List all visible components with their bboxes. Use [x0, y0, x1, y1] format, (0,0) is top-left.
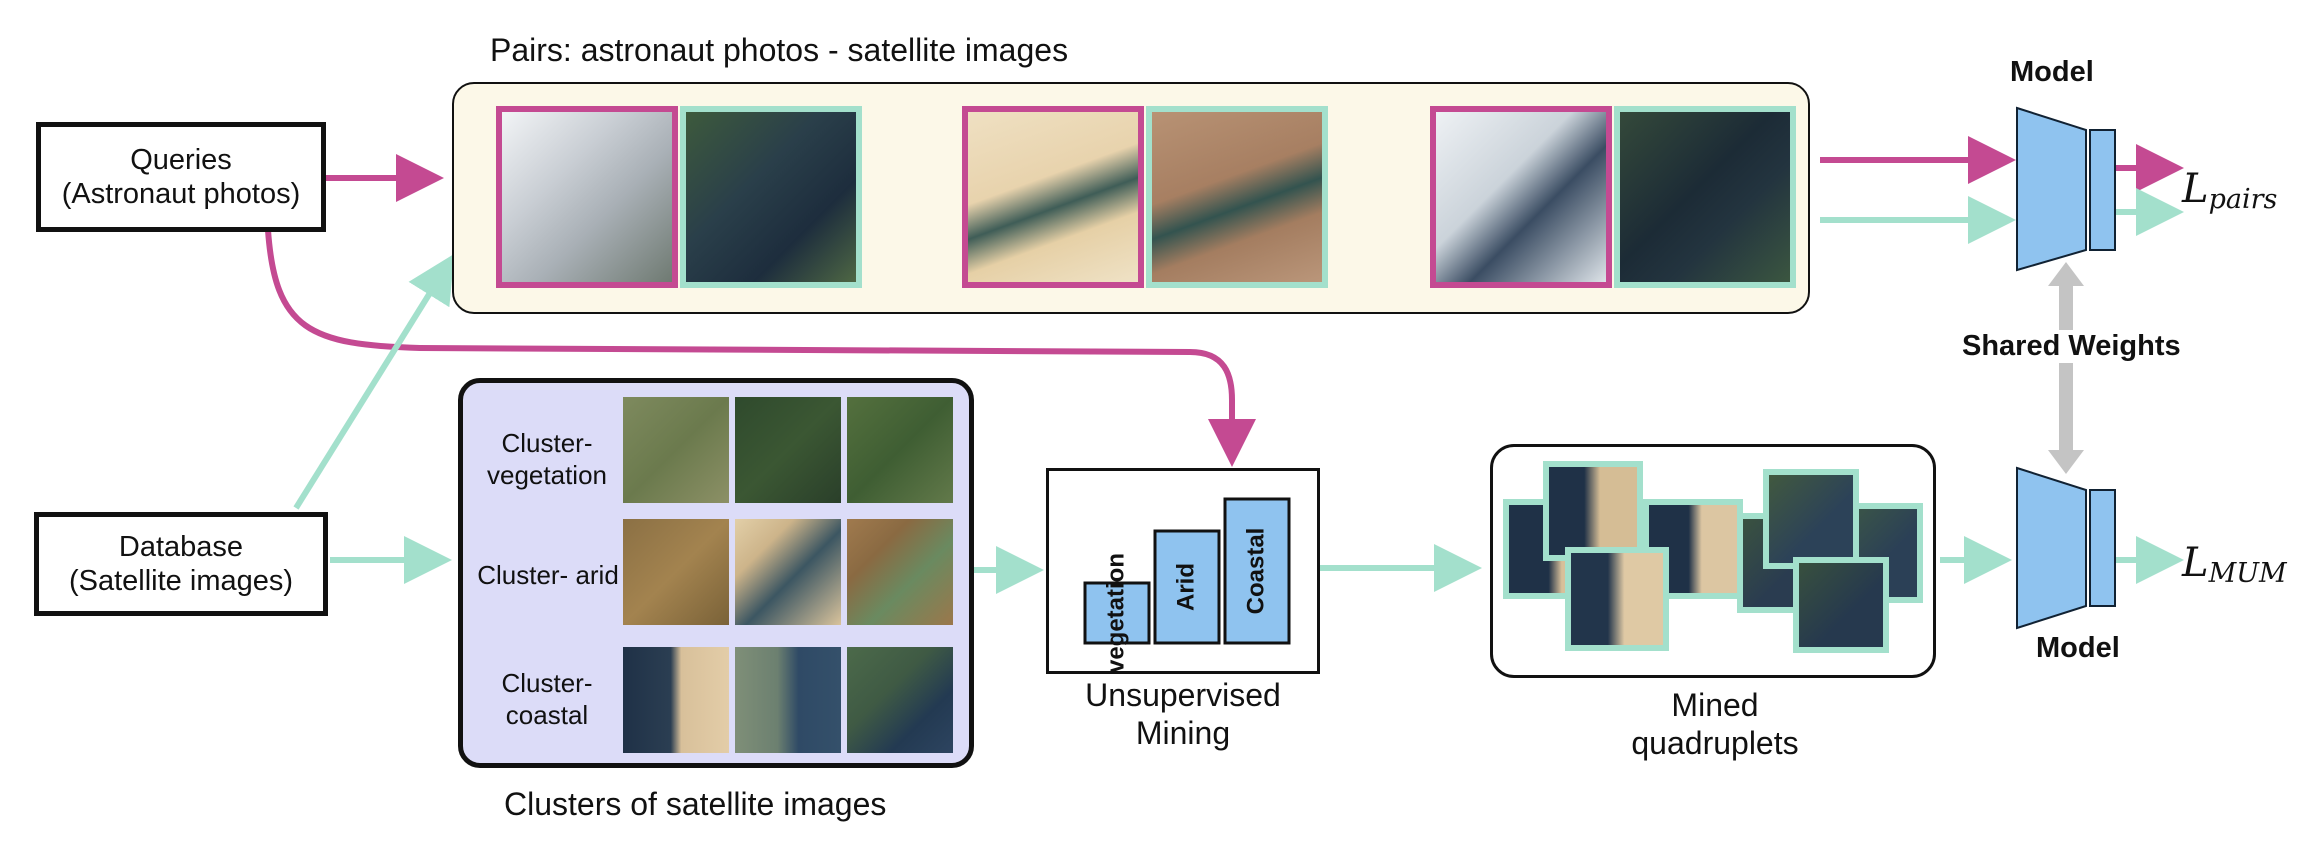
quadruplet-a-image-3 [1543, 461, 1643, 561]
pairs-title: Pairs: astronaut photos - satellite imag… [490, 32, 1069, 68]
database-title: Database [118, 531, 244, 563]
astronaut-photo-2 [962, 106, 1144, 288]
cluster-arid-image-3 [847, 519, 953, 625]
shared-weights-arrow [2048, 262, 2084, 474]
loss-pairs: Lpairs [2182, 166, 2277, 215]
cluster-coastal-image-3 [847, 647, 953, 753]
mining-bar-arid [1153, 529, 1221, 645]
arrow-queries-to-mining [265, 229, 1256, 467]
mining-bar-label-arid: Arid [1172, 563, 1199, 611]
database-subtitle: (Satellite images) [68, 565, 294, 597]
quadruplets-panel [1490, 444, 1936, 678]
mining-bar-vegetation [1083, 581, 1151, 645]
queries-box: Queries (Astronaut photos) [36, 122, 326, 232]
satellite-image-2 [1146, 106, 1328, 288]
queries-title: Queries [130, 144, 232, 176]
queries-subtitle: (Astronaut photos) [61, 178, 301, 210]
cluster-label-arid: Cluster- arid [477, 560, 619, 590]
model-bottom-label: Model [2036, 632, 2120, 664]
quadruplets-caption-line1: Mined [1671, 687, 1759, 723]
quadruplet-b-image-4 [1793, 557, 1889, 653]
loss-mum-symbol: L [2182, 540, 2209, 586]
astronaut-photo-1 [496, 106, 678, 288]
mining-caption: Unsupervised Mining [1046, 676, 1320, 752]
pairs-panel [452, 82, 1810, 314]
cluster-coastal-image-2 [735, 647, 841, 753]
cluster-label-vegetation: Cluster- vegetation [487, 428, 607, 490]
quadruplet-b-image-3 [1763, 469, 1859, 569]
model-bottom-shape [2016, 466, 2116, 630]
loss-pairs-symbol: L [2182, 166, 2209, 212]
model-top-label: Model [2010, 56, 2094, 88]
mining-caption-line2: Mining [1135, 715, 1231, 751]
cluster-coastal-image-1 [623, 647, 729, 753]
cluster-vegetation-image-3 [847, 397, 953, 503]
database-box: Database (Satellite images) [34, 512, 328, 616]
clusters-caption: Clusters of satellite images [504, 786, 887, 822]
model-top-shape [2016, 106, 2116, 272]
satellite-image-1 [680, 106, 862, 288]
cluster-vegetation-image-2 [735, 397, 841, 503]
clusters-panel: Cluster- vegetation Cluster- arid Cluste… [458, 378, 974, 768]
mining-caption-line1: Unsupervised [1085, 677, 1281, 713]
quadruplet-a-image-4 [1565, 547, 1669, 651]
mining-bar-chart: vegetation Arid Coastal [1083, 497, 1291, 671]
arrow-database-to-pairs [293, 253, 455, 510]
satellite-image-3 [1614, 106, 1796, 288]
mining-box: vegetation Arid Coastal [1046, 468, 1320, 674]
cluster-vegetation-image-1 [623, 397, 729, 503]
loss-mum-subscript: MUM [2208, 558, 2287, 589]
cluster-arid-image-2 [735, 519, 841, 625]
mining-bar-label-coastal: Coastal [1242, 528, 1269, 615]
mining-bar-label-vegetation: vegetation [1102, 553, 1129, 671]
quadruplets-caption: Mined quadruplets [1580, 686, 1850, 762]
mining-bar-coastal [1223, 497, 1291, 645]
loss-mum: LMUM [2182, 540, 2287, 589]
loss-pairs-subscript: pairs [2208, 184, 2278, 215]
cluster-label-coastal: Cluster- coastal [501, 668, 593, 730]
cluster-arid-image-1 [623, 519, 729, 625]
quadruplets-caption-line2: quadruplets [1631, 725, 1799, 761]
astronaut-photo-3 [1430, 106, 1612, 288]
shared-weights-label: Shared Weights [1962, 330, 2181, 363]
